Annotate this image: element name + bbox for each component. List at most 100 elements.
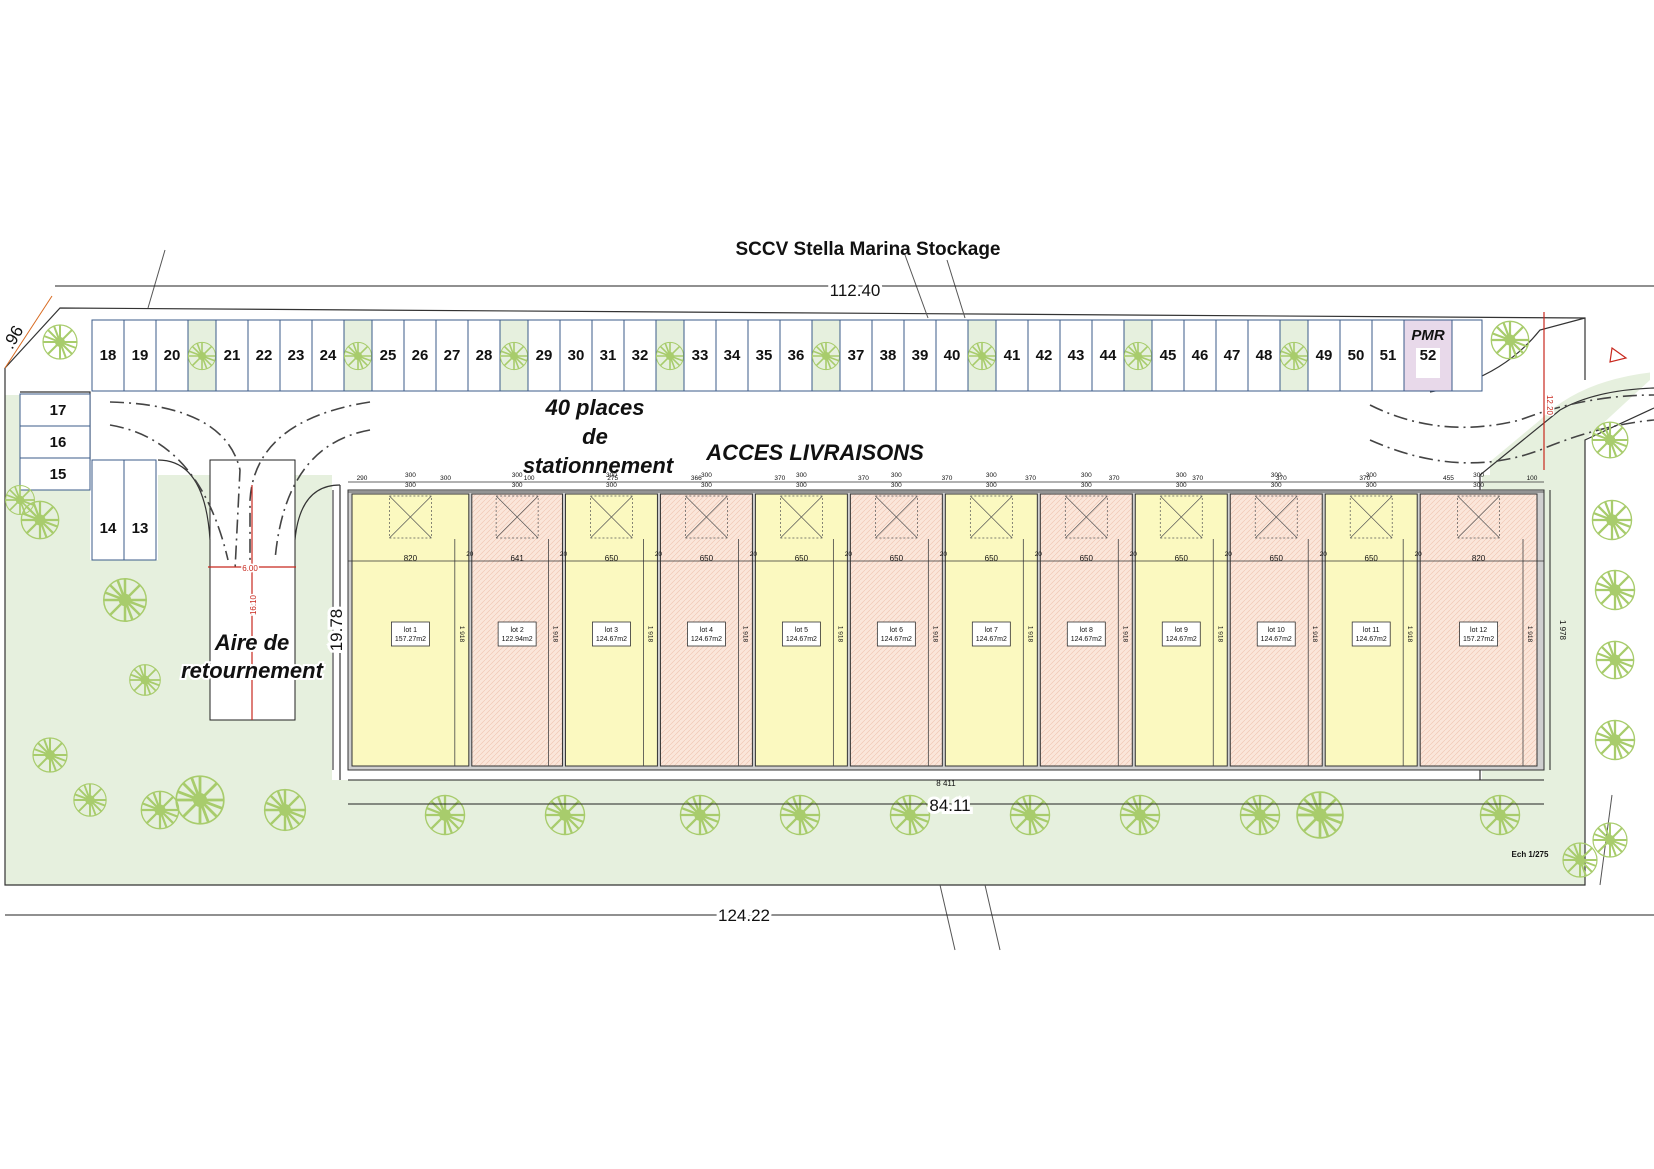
lot-name: lot 11 bbox=[1363, 627, 1380, 634]
lot-area: 124.67m2 bbox=[1071, 636, 1102, 643]
parking-stall-number: 34 bbox=[724, 347, 741, 364]
property-outline bbox=[4, 307, 1654, 886]
tree-icon bbox=[102, 577, 148, 623]
parking-stall bbox=[467, 319, 501, 392]
wall-dim: 20 bbox=[940, 551, 948, 558]
facade-dim-lines bbox=[348, 481, 1544, 562]
door-width-dim: 300 bbox=[405, 472, 416, 479]
tree-icon bbox=[140, 790, 180, 830]
parking-stall-number: 14 bbox=[100, 520, 117, 537]
lot-name: lot 3 bbox=[605, 627, 618, 634]
door-marker bbox=[1064, 495, 1108, 539]
tree-icon bbox=[187, 341, 217, 371]
tree-icon bbox=[1594, 719, 1636, 761]
lot-label-box bbox=[876, 621, 916, 647]
parking-stall-number: 40 bbox=[944, 347, 961, 364]
door-marker bbox=[969, 495, 1013, 539]
door-width-dim: 300 bbox=[701, 482, 712, 489]
pmr-marker bbox=[1416, 348, 1440, 378]
tree-icon bbox=[1490, 320, 1530, 360]
road-band bbox=[90, 390, 1490, 475]
tree-icon bbox=[655, 341, 685, 371]
lot-area: 124.67m2 bbox=[1261, 636, 1292, 643]
parking-stall-number: 39 bbox=[912, 347, 929, 364]
facade-dim: 370 bbox=[1025, 475, 1036, 482]
door-width-dim: 300 bbox=[1366, 482, 1377, 489]
lot-name: lot 5 bbox=[795, 627, 808, 634]
door-cross bbox=[1160, 495, 1203, 539]
door-cross bbox=[875, 495, 918, 539]
parking-stall-number: 49 bbox=[1316, 347, 1333, 364]
door-width-dim: 300 bbox=[986, 482, 997, 489]
lot-area: 157.27m2 bbox=[1463, 636, 1494, 643]
lot-depth-dim: 1 918 bbox=[1406, 626, 1413, 643]
turning-area-line2: retournement bbox=[181, 658, 324, 683]
lot-width-dim: 820 bbox=[404, 554, 418, 563]
tree-icon bbox=[1119, 794, 1161, 836]
door-marker bbox=[590, 495, 633, 539]
facade-dim: 370 bbox=[1192, 475, 1203, 482]
parking-stall-number: 20 bbox=[164, 347, 181, 364]
facade-dim: 100 bbox=[524, 475, 535, 482]
facade-dim: 370 bbox=[774, 475, 785, 482]
door-marker bbox=[1254, 495, 1298, 539]
door-marker bbox=[389, 495, 432, 539]
lot-depth-dim: 1 918 bbox=[1216, 626, 1223, 643]
lot-depth-dim: 1 918 bbox=[1026, 626, 1033, 643]
tree-icon bbox=[889, 794, 931, 836]
tree-icon bbox=[1594, 569, 1636, 611]
parking-count-line2: de bbox=[582, 424, 608, 449]
lot-depth-dim: 1 918 bbox=[836, 626, 843, 643]
lot-depth-dim: 1 918 bbox=[1311, 626, 1318, 643]
parking-stall bbox=[683, 319, 717, 392]
lot-width-dim: 650 bbox=[890, 554, 904, 563]
parking-stall-number: 23 bbox=[288, 347, 305, 364]
parking-stall bbox=[279, 319, 313, 392]
parking-count-line3: stationnement bbox=[523, 453, 675, 478]
parking-stall-number: 25 bbox=[380, 347, 397, 364]
parking-stall-number: 42 bbox=[1036, 347, 1053, 364]
door-width-dim: 300 bbox=[1473, 482, 1484, 489]
parking-stall-number: 31 bbox=[600, 347, 617, 364]
building-dims bbox=[5, 285, 1654, 916]
parking-count-line1: 40 places bbox=[544, 395, 644, 420]
lot-area: 124.67m2 bbox=[881, 636, 912, 643]
lot-width-dim: 650 bbox=[700, 554, 714, 563]
parking-stall bbox=[19, 457, 91, 491]
parking-stall bbox=[19, 393, 91, 427]
lot-width-dim: 641 bbox=[510, 554, 524, 563]
facade-dim: 455 bbox=[1443, 475, 1454, 482]
parking-stall bbox=[1339, 319, 1373, 392]
parking-stall-number: 50 bbox=[1348, 347, 1365, 364]
parking-stall-number: 52 bbox=[1420, 347, 1437, 364]
tree-icon bbox=[1123, 341, 1153, 371]
lot-width-dim: 650 bbox=[985, 554, 999, 563]
facade-dim: 370 bbox=[1359, 475, 1370, 482]
lot-width-dim: 820 bbox=[1472, 554, 1486, 563]
parking-stall bbox=[747, 319, 781, 392]
parking-stall bbox=[1371, 319, 1405, 392]
door-cross bbox=[495, 495, 539, 539]
parking-stall-number: 38 bbox=[880, 347, 897, 364]
parking-stall-number: 24 bbox=[320, 347, 337, 364]
facade-dim: 370 bbox=[1276, 475, 1287, 482]
door-marker bbox=[1349, 495, 1393, 539]
parking-stall-number: 35 bbox=[756, 347, 773, 364]
tree-icon bbox=[967, 341, 997, 371]
lot-label-box bbox=[497, 621, 537, 647]
parking-stall bbox=[839, 319, 873, 392]
facade-dim: 370 bbox=[1109, 475, 1120, 482]
dim-building-width-mm: 8 411 bbox=[936, 779, 956, 788]
lot-area: 124.67m2 bbox=[976, 636, 1007, 643]
lot-label-box bbox=[687, 621, 726, 647]
lot-label-box bbox=[1161, 621, 1201, 647]
lot-label-box bbox=[1256, 621, 1296, 647]
door-width-dim: 300 bbox=[405, 482, 416, 489]
parking-stall-number: 17 bbox=[50, 402, 67, 419]
lot-name: lot 6 bbox=[890, 627, 903, 634]
parking-stall bbox=[1151, 319, 1185, 392]
door-cross bbox=[970, 495, 1013, 539]
lot-name: lot 8 bbox=[1080, 627, 1093, 634]
lot-depth-dim: 1 918 bbox=[646, 626, 653, 643]
